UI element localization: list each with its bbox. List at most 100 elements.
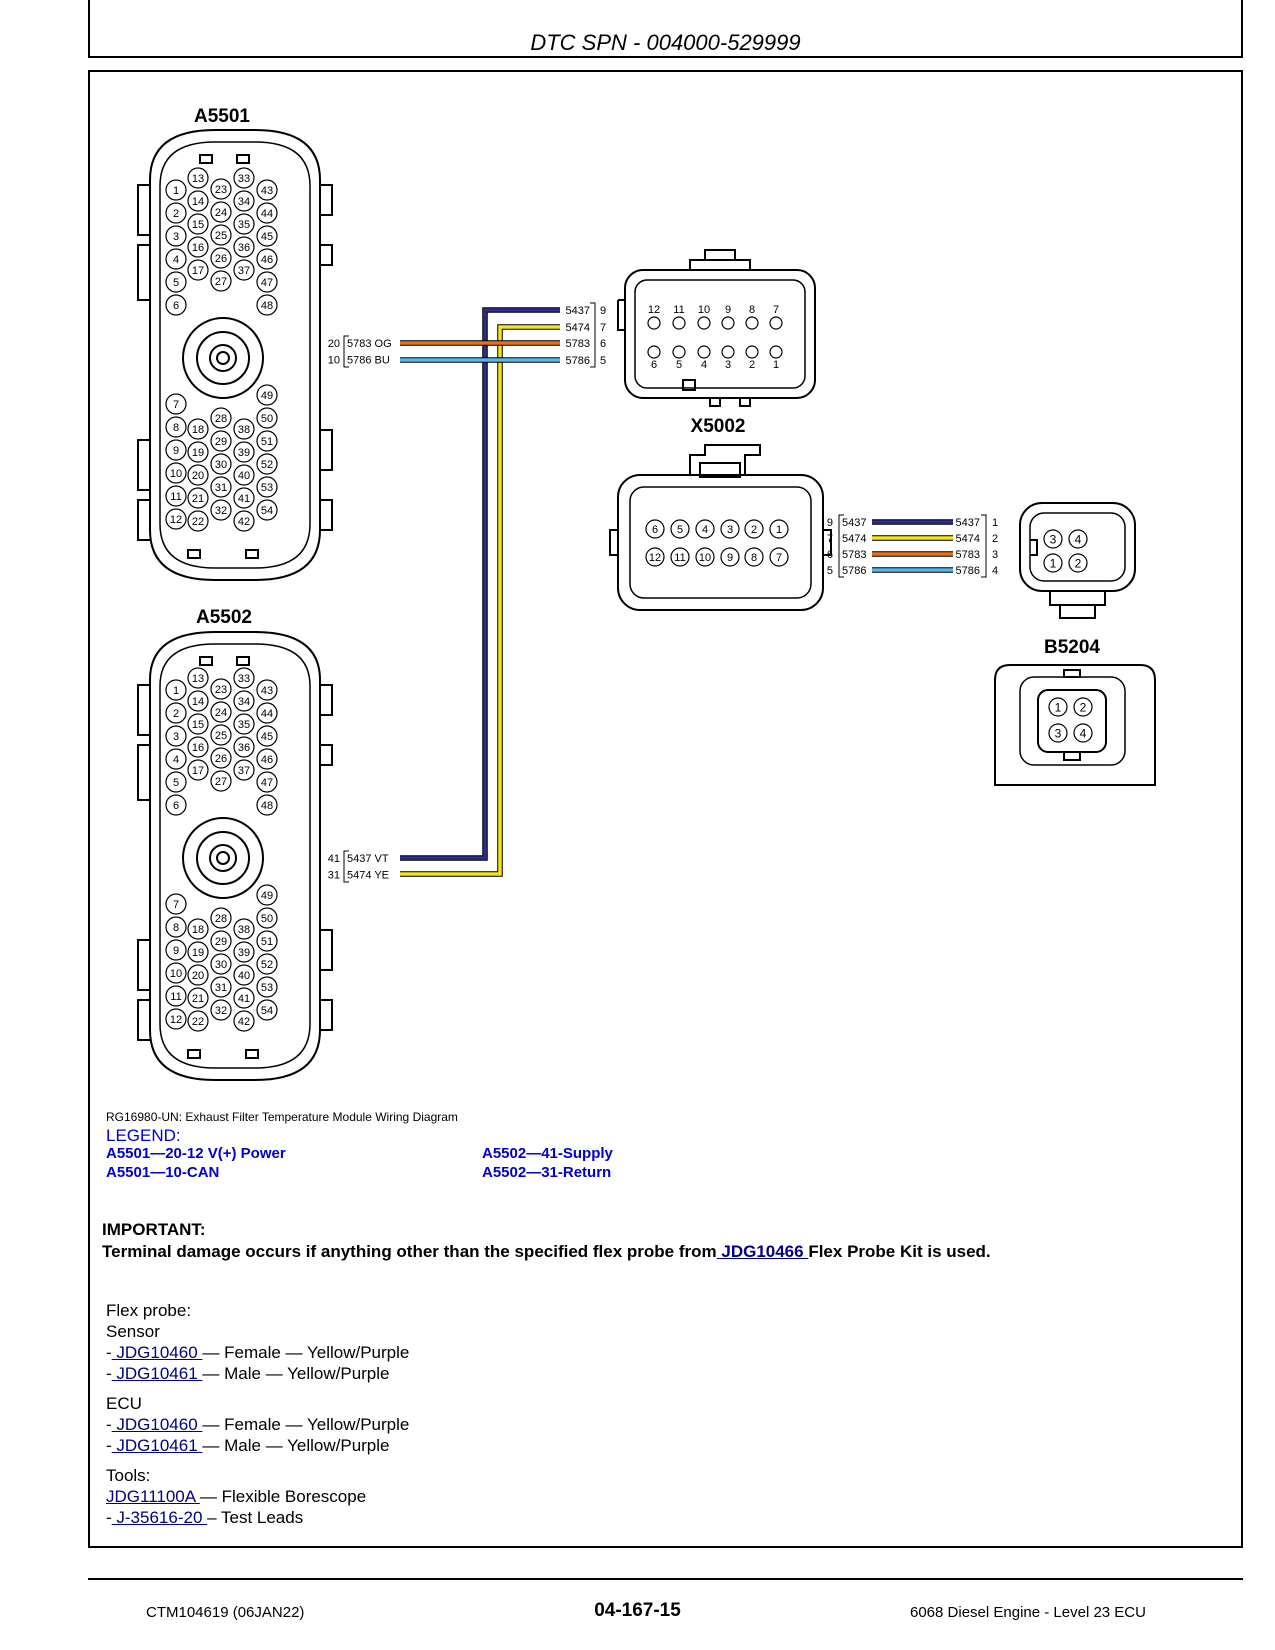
pin-label: 28: [215, 413, 227, 425]
ecu-pin: 32: [210, 999, 232, 1021]
ecu-pin: 22: [187, 510, 209, 532]
wire-pin-number: 5: [827, 565, 833, 577]
pin-socket: [721, 316, 735, 330]
ecu-pin: 7: [165, 393, 187, 415]
pin-label: 46: [261, 254, 273, 266]
ecu-pin: 22: [187, 1010, 209, 1032]
pin-label: 27: [215, 276, 227, 288]
ecu-pin: 10: [165, 462, 187, 484]
pin-label: 29: [215, 436, 227, 448]
ecu-pin: 35: [233, 213, 255, 235]
wire-circuit-label: 5474: [842, 533, 866, 545]
ecu-pin: 48: [256, 294, 278, 316]
pin-label: 30: [215, 959, 227, 971]
ecu-pin: 5: [165, 771, 187, 793]
pin-label: 9: [727, 552, 733, 564]
pin-number: 5: [676, 359, 682, 371]
ecu-pin: 37: [233, 259, 255, 281]
wire-pin-number: 9: [600, 305, 606, 317]
ecu-pin: 3: [165, 225, 187, 247]
pin-label: 26: [215, 253, 227, 265]
pin-label: 24: [215, 707, 227, 719]
content-box: [88, 70, 1243, 1548]
ecu-pin: 24: [210, 201, 232, 223]
ecu-pin: 45: [256, 725, 278, 747]
ecu-pin: 53: [256, 476, 278, 498]
sensor-item: - JDG10461 — Male — Yellow/Purple: [106, 1364, 390, 1384]
ecu-pin: 23: [210, 178, 232, 200]
x5002-pin: 4: [695, 519, 715, 539]
ecu-pin: 14: [187, 190, 209, 212]
wire-pin-number: 10: [328, 355, 340, 367]
pin-socket: [647, 345, 661, 359]
jdg11100a-link[interactable]: JDG11100A: [106, 1487, 200, 1506]
ecu-pin: 34: [233, 190, 255, 212]
x5002-pin: 7: [769, 547, 789, 567]
item-text: — Male — Yellow/Purple: [202, 1436, 390, 1455]
ecu-pin: 47: [256, 271, 278, 293]
x5002-pin: 8: [744, 547, 764, 567]
ecu-pin: 4: [165, 248, 187, 270]
dtc-title: DTC SPN - 004000-529999: [530, 30, 801, 55]
dash: -: [106, 1343, 112, 1362]
pin-label: 11: [170, 991, 181, 1003]
a5502-label: A5502: [196, 607, 252, 628]
pin-label: 6: [173, 300, 179, 312]
pin-label: 25: [215, 230, 227, 242]
pin-label: 42: [238, 516, 250, 528]
pin-label: 19: [192, 947, 204, 959]
x5002-pin: 1: [769, 519, 789, 539]
ecu-pin: 46: [256, 748, 278, 770]
pin-label: 46: [261, 754, 273, 766]
wiring-diagram: A5501 A5502 X5002 B5204 1234567891011121…: [137, 106, 1156, 1081]
pin-label: 45: [261, 731, 273, 743]
footer-page-number: 04-167-15: [594, 1600, 681, 1621]
j-35616-20-link[interactable]: J-35616-20: [111, 1508, 208, 1527]
pin-number: 7: [773, 304, 779, 316]
ecu-pin: 28: [210, 407, 232, 429]
pin-label: 50: [261, 913, 273, 925]
pin-label: 43: [261, 685, 273, 697]
wire-circuit-label: 5437 VT: [347, 853, 389, 865]
ecu-pin: 36: [233, 736, 255, 758]
x5002-pin: 2: [744, 519, 764, 539]
wire-pin-number: 4: [992, 565, 998, 577]
pin-socket: [672, 345, 686, 359]
jdg10466-link[interactable]: JDG10466: [716, 1242, 809, 1261]
pin-label: 54: [261, 1005, 273, 1017]
ecu-pin: 40: [233, 964, 255, 986]
jdg10461-link[interactable]: JDG10461: [111, 1364, 203, 1383]
pin-label: 22: [192, 516, 204, 528]
pin-label: 26: [215, 753, 227, 765]
wire-circuit-label: 5783: [566, 338, 590, 350]
b5204-face-pin: 2: [1073, 697, 1093, 717]
pin-label: 51: [261, 436, 273, 448]
pin-label: 10: [170, 468, 182, 480]
pin-label: 3: [1055, 726, 1062, 740]
wire-pin-number: 3: [992, 549, 998, 561]
pin-label: 32: [215, 1005, 227, 1017]
jdg10461-link[interactable]: JDG10461: [111, 1436, 203, 1455]
pin-label: 4: [702, 524, 708, 536]
pin-number: 1: [773, 359, 779, 371]
wire-pin-number: 6: [600, 338, 606, 350]
pin-label: 45: [261, 231, 273, 243]
pin-label: 20: [192, 970, 204, 982]
pin-label: 35: [238, 219, 250, 231]
ecu-pin: 54: [256, 499, 278, 521]
ecu-pin: 5: [165, 271, 187, 293]
important-text: Terminal damage occurs if anything other…: [102, 1242, 991, 1262]
jdg10460-link[interactable]: JDG10460: [111, 1343, 203, 1362]
pin-label: 5: [173, 777, 179, 789]
x5002-harness-connector: [617, 249, 816, 407]
ecu-pin: 42: [233, 1010, 255, 1032]
b5204-pin: 2: [1068, 553, 1088, 573]
ecu-pin: 34: [233, 690, 255, 712]
ecu-pin: 6: [165, 794, 187, 816]
ecu-pin: 26: [210, 247, 232, 269]
ecu-pin: 44: [256, 702, 278, 724]
jdg10460-link[interactable]: JDG10460: [111, 1415, 203, 1434]
ecu-pin: 21: [187, 987, 209, 1009]
ecu-pin: 25: [210, 224, 232, 246]
wire-circuit-label: 5474 YE: [347, 870, 389, 882]
